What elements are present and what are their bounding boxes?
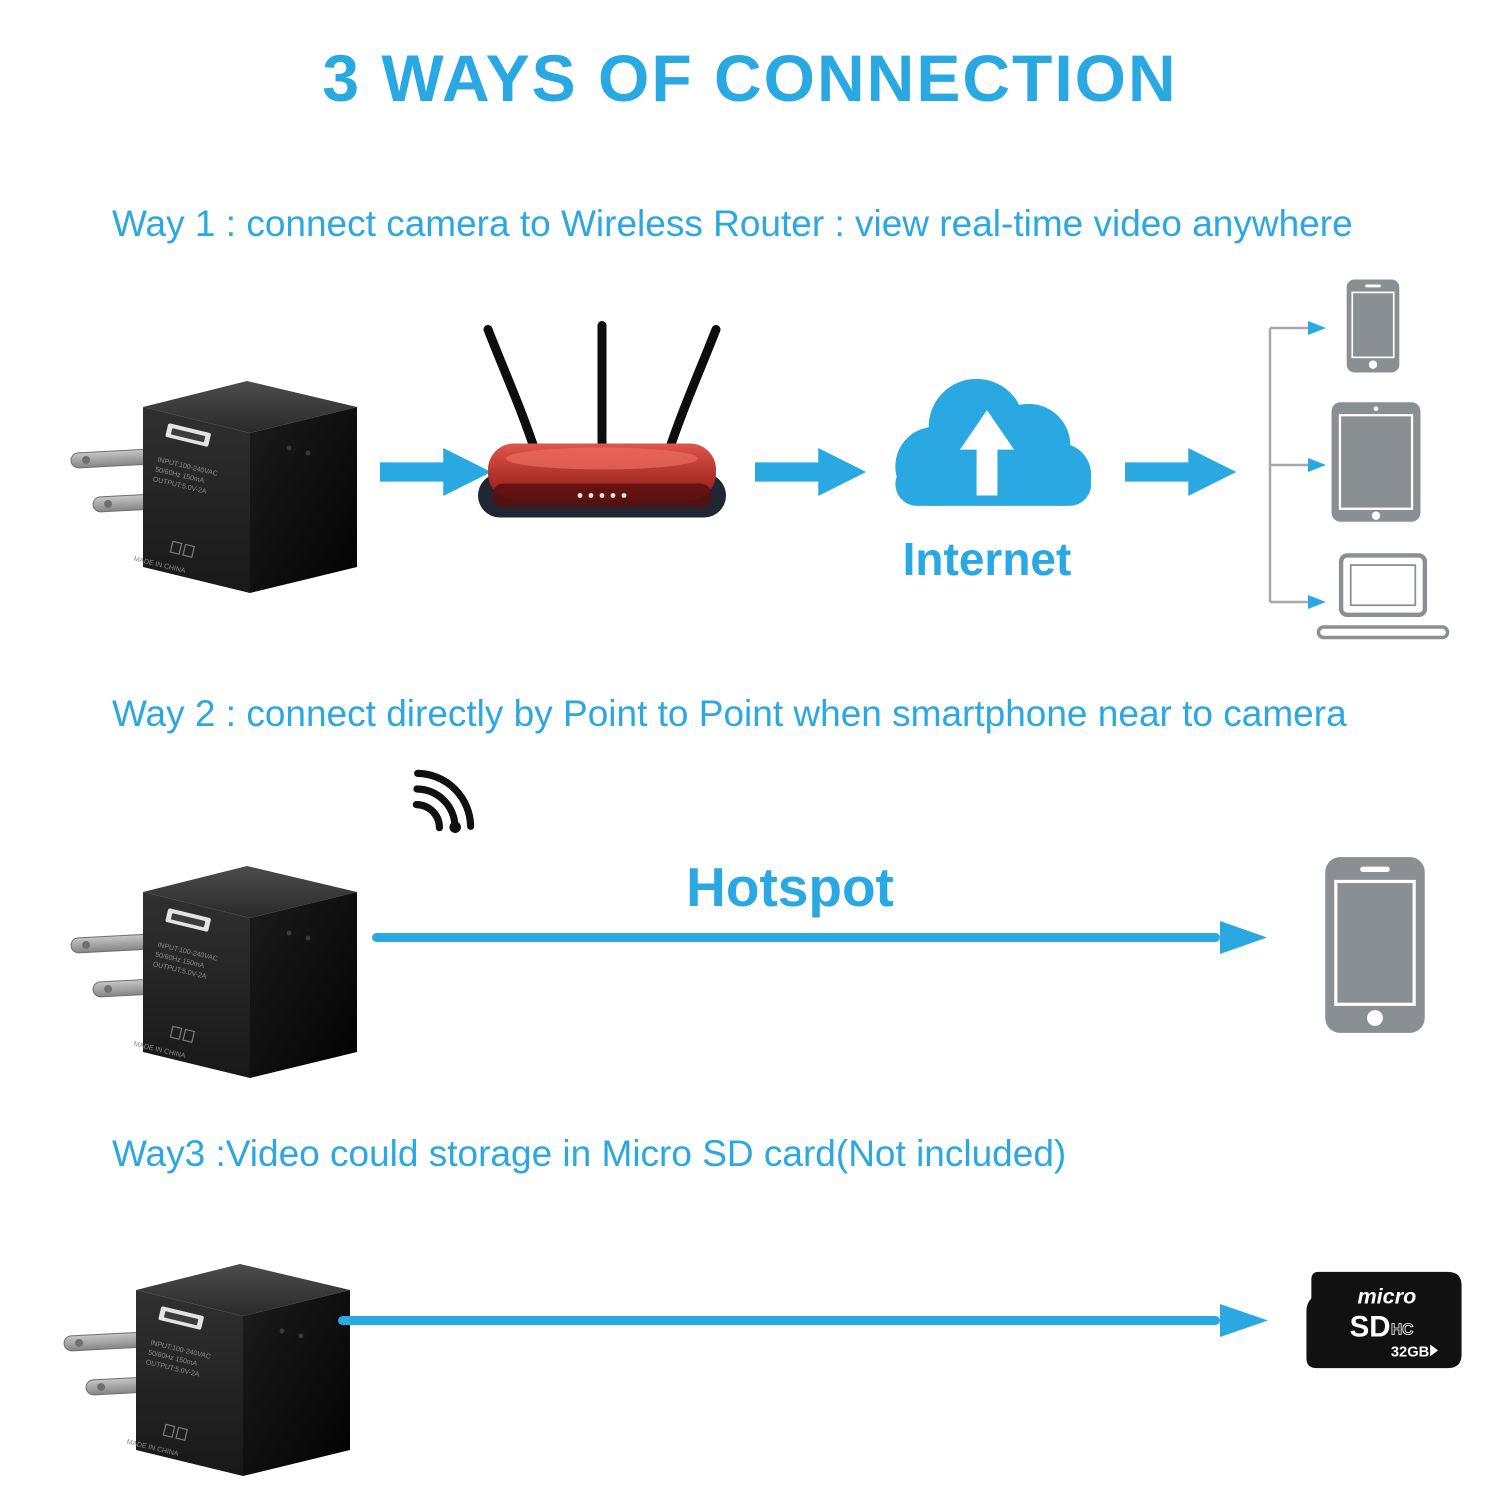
laptop-icon xyxy=(1316,553,1450,640)
sd-brand-script: micro xyxy=(1357,1283,1416,1308)
way2-heading: Way 2 : connect directly by Point to Poi… xyxy=(112,693,1347,734)
micro-sd-card-icon: micro SD HC 32GB xyxy=(1306,1271,1462,1369)
internet-label: Internet xyxy=(902,533,1072,585)
way3-heading: Way3 :Video could storage in Micro SD ca… xyxy=(112,1133,1067,1174)
smartphone-icon xyxy=(1322,855,1428,1035)
wireless-router-icon xyxy=(478,321,726,518)
sd-logo-suffix: HC xyxy=(1391,1322,1414,1339)
hotspot-label: Hotspot xyxy=(686,856,894,918)
usb-charger-camera xyxy=(65,345,365,605)
tablet-icon xyxy=(1330,400,1422,524)
device-bracket-connector xyxy=(1268,321,1326,609)
sd-logo: SD xyxy=(1350,1311,1391,1344)
usb-charger-camera xyxy=(58,1228,358,1488)
long-right-arrow-icon xyxy=(372,921,1267,954)
usb-charger-camera xyxy=(65,830,365,1090)
upload-arrow-icon xyxy=(959,410,1015,496)
smartphone-icon xyxy=(1345,278,1401,374)
right-arrow-icon xyxy=(755,443,870,501)
wifi-signal-icon xyxy=(412,769,475,833)
internet-cloud-icon xyxy=(895,378,1092,506)
long-right-arrow-icon xyxy=(338,1304,1268,1337)
sd-capacity: 32GB xyxy=(1391,1344,1429,1360)
page-title: 3 WAYS OF CONNECTION xyxy=(322,41,1178,115)
right-arrow-icon xyxy=(1125,443,1240,501)
way1-heading: Way 1 : connect camera to Wireless Route… xyxy=(112,203,1353,244)
